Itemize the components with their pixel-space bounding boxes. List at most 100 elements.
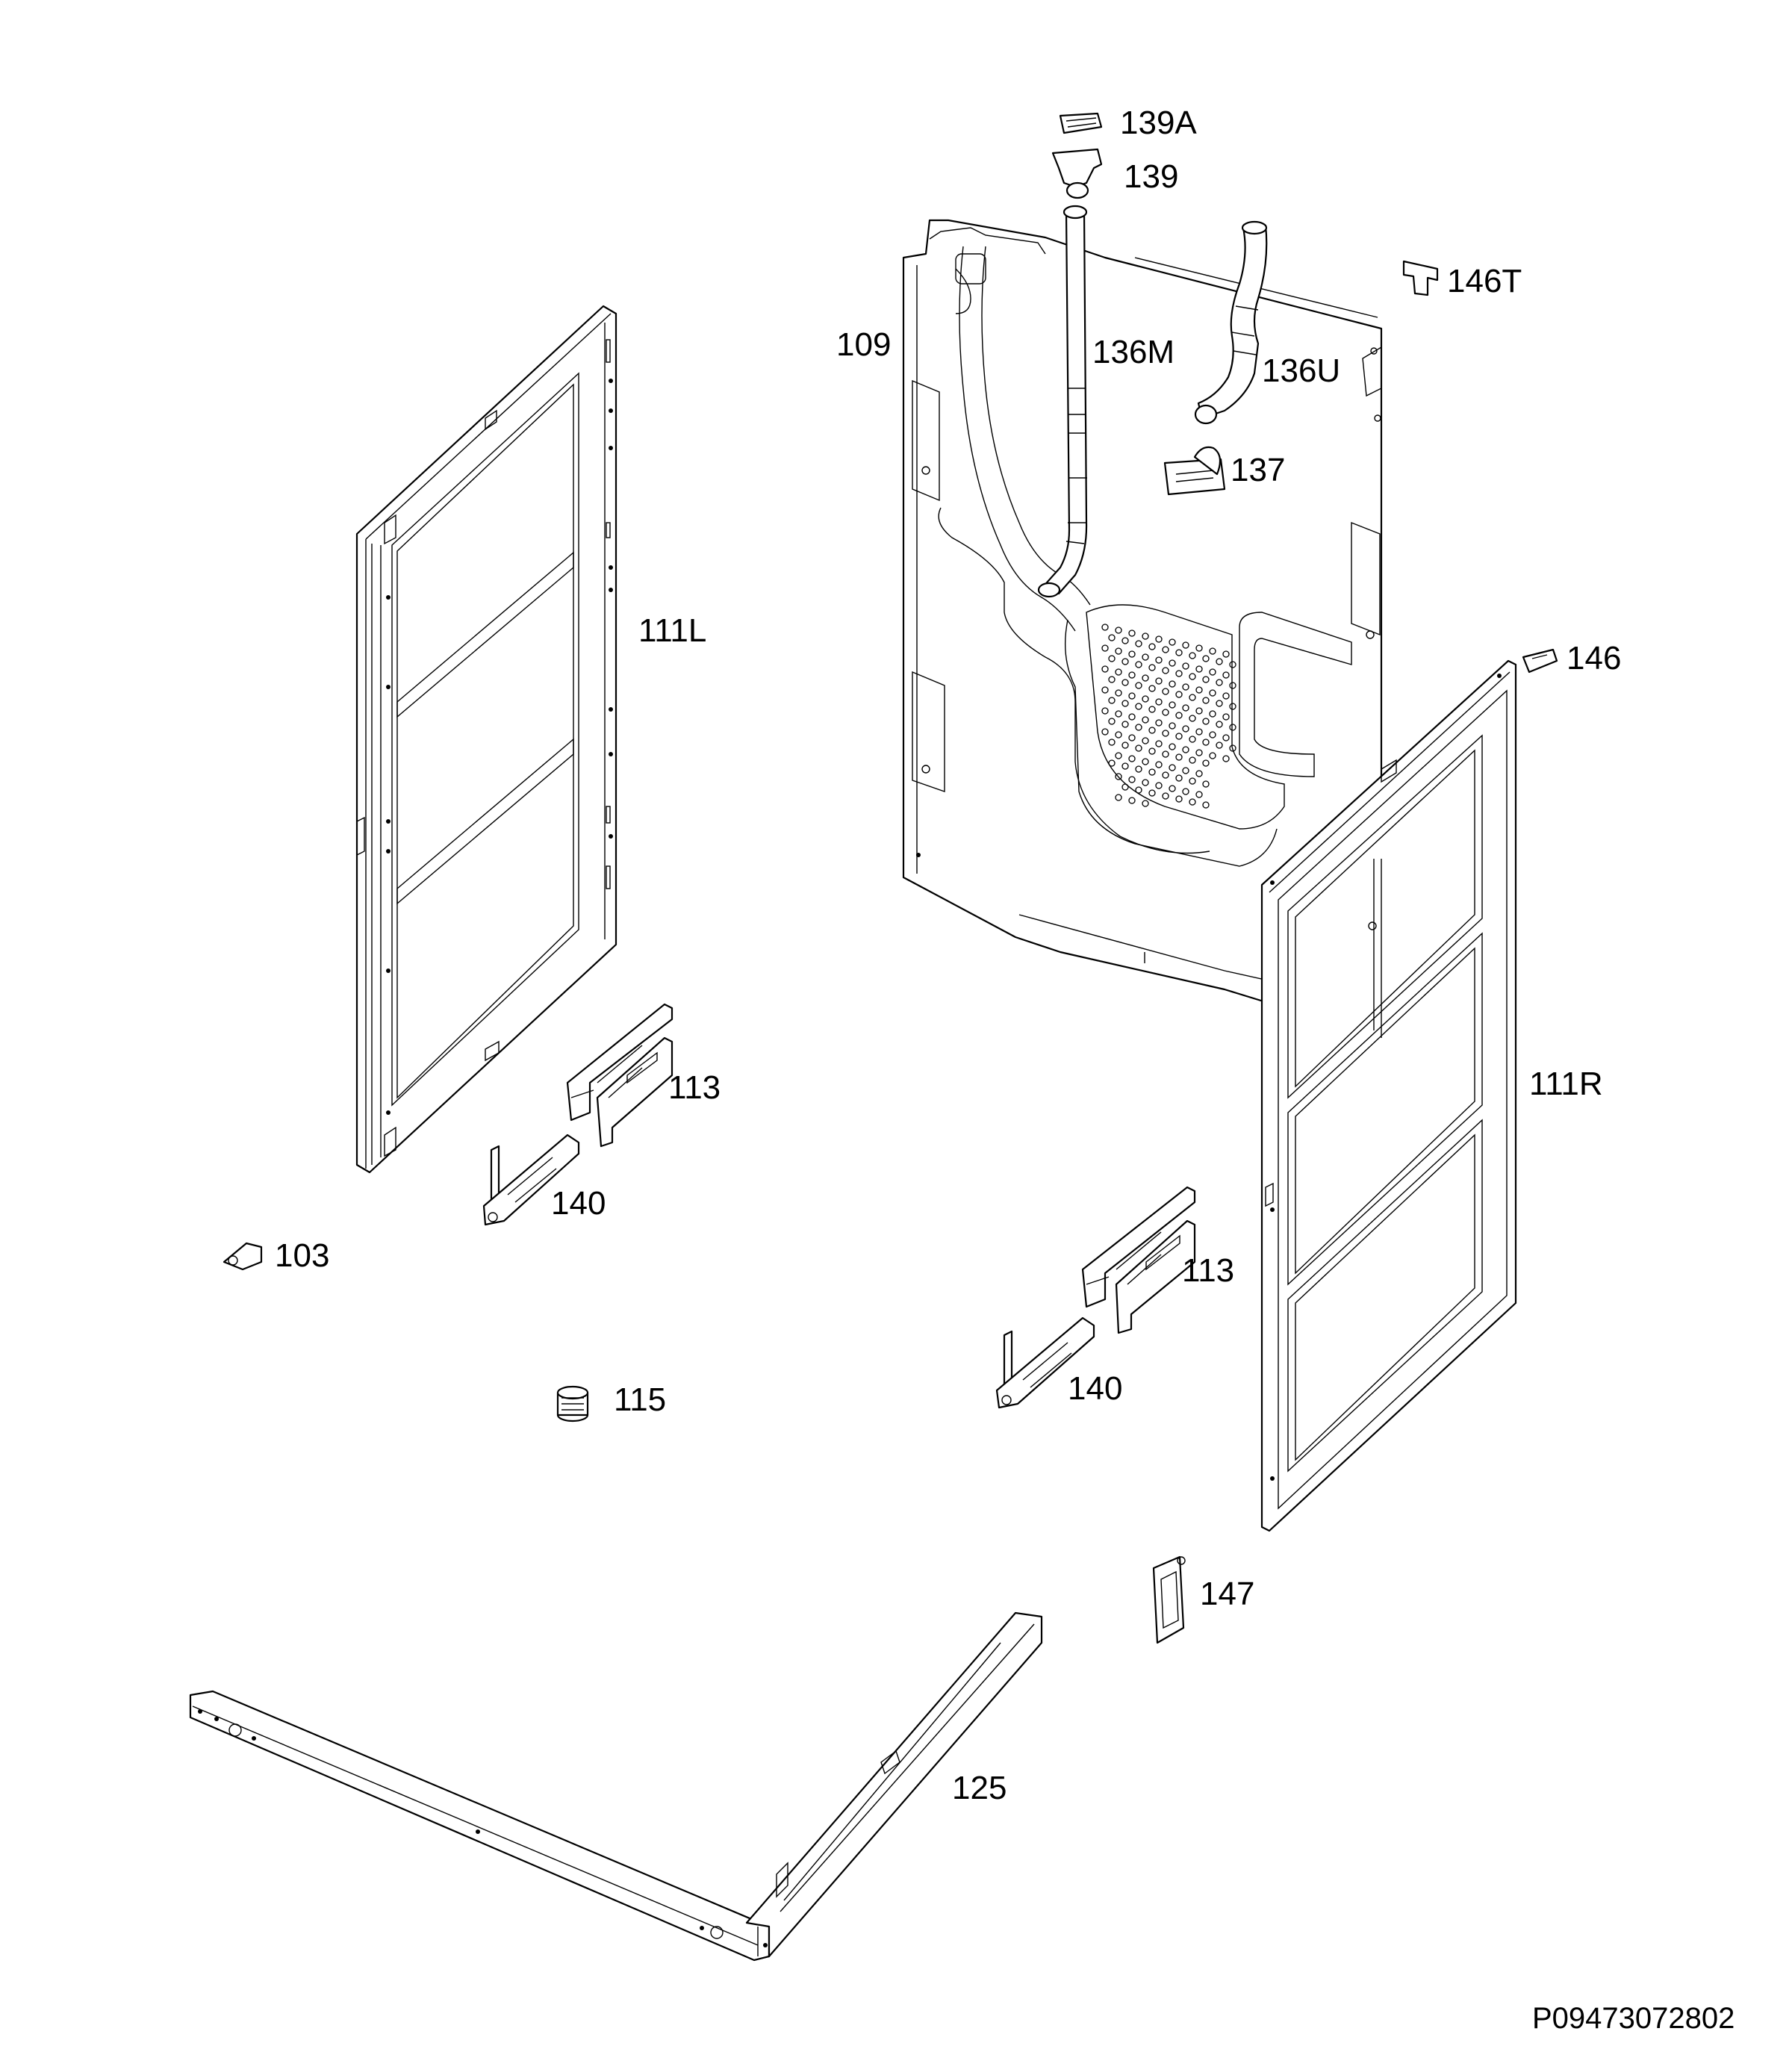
part-103-clip — [223, 1242, 263, 1271]
grill-hole — [1229, 724, 1236, 731]
grill-hole — [1175, 649, 1183, 656]
grill-hole — [1169, 764, 1176, 771]
grill-hole — [1229, 661, 1236, 668]
label-140-lower: 140 — [1068, 1370, 1123, 1407]
grill-hole — [1216, 721, 1223, 728]
part-140-hinge-receiver-lower — [995, 1316, 1095, 1409]
grill-hole — [1216, 679, 1223, 686]
grill-hole — [1101, 624, 1109, 631]
grill-hole — [1121, 679, 1129, 686]
grill-hole — [1189, 736, 1196, 743]
grill-hole — [1115, 710, 1122, 718]
drawing-code: P09473072802 — [1532, 2002, 1735, 2035]
label-139: 139 — [1124, 158, 1179, 195]
grill-hole — [1135, 661, 1142, 668]
grill-hole — [1169, 680, 1176, 688]
grill-hole — [1155, 782, 1163, 789]
grill-hole — [1148, 706, 1156, 713]
grill-hole — [1108, 655, 1116, 662]
grill-hole — [1101, 665, 1109, 673]
grill-hole — [1135, 640, 1142, 647]
label-113-upper: 113 — [668, 1069, 721, 1106]
grill-hole — [1135, 744, 1142, 752]
grill-hole — [1108, 718, 1116, 725]
grill-hole — [1209, 647, 1216, 655]
grill-hole — [1142, 779, 1149, 786]
grill-hole — [1121, 741, 1129, 749]
label-137: 137 — [1231, 452, 1286, 488]
grill-hole — [1182, 683, 1189, 691]
grill-hole — [1101, 644, 1109, 652]
grill-hole — [1101, 707, 1109, 715]
label-136m: 136M — [1092, 334, 1175, 370]
grill-hole — [1189, 777, 1196, 785]
grill-hole — [1101, 728, 1109, 736]
grill-hole — [1162, 688, 1169, 695]
label-113-lower: 113 — [1182, 1252, 1235, 1289]
grill-hole — [1175, 774, 1183, 782]
grill-hole — [1222, 755, 1230, 762]
grill-hole — [1135, 765, 1142, 773]
grill-hole — [1135, 682, 1142, 689]
part-139-vent-nozzle — [1051, 148, 1103, 199]
grill-hole — [1169, 638, 1176, 646]
grill-hole — [1189, 715, 1196, 722]
grill-hole — [1182, 767, 1189, 774]
part-137-vent-grille — [1163, 446, 1226, 496]
grill-hole — [1121, 783, 1129, 791]
label-111l: 111L — [638, 612, 707, 649]
grill-hole — [1148, 643, 1156, 650]
grill-hole — [1202, 655, 1210, 662]
grill-hole — [1182, 725, 1189, 733]
grill-hole — [1148, 747, 1156, 755]
grill-hole — [1169, 722, 1176, 730]
label-139a: 139A — [1120, 105, 1197, 141]
grill-hole — [1142, 800, 1149, 807]
grill-hole — [1128, 755, 1136, 762]
grill-hole — [1115, 626, 1122, 634]
grill-hole — [1195, 791, 1203, 798]
grill-hole — [1189, 756, 1196, 764]
grill-hole — [1108, 634, 1116, 641]
grill-hole — [1202, 676, 1210, 683]
grill-hole — [1148, 789, 1156, 797]
grill-hole — [1148, 664, 1156, 671]
label-115: 115 — [614, 1381, 667, 1418]
grill-hole — [1189, 652, 1196, 659]
grill-hole — [1121, 700, 1129, 707]
label-103: 103 — [275, 1237, 330, 1274]
grill-hole — [1135, 724, 1142, 731]
label-147: 147 — [1200, 1576, 1255, 1612]
part-146-clip — [1522, 648, 1558, 674]
label-109: 109 — [836, 326, 892, 363]
grill-hole — [1115, 668, 1122, 676]
grill-hole — [1128, 797, 1136, 804]
part-109-back-panel — [902, 219, 1383, 1047]
grill-hole — [1222, 692, 1230, 700]
grill-hole — [1222, 671, 1230, 679]
grill-hole — [1182, 641, 1189, 649]
part-115-foot — [556, 1385, 589, 1422]
grill-hole — [1209, 710, 1216, 718]
grill-hole — [1162, 771, 1169, 779]
grill-hole — [1148, 685, 1156, 692]
grill-hole — [1169, 743, 1176, 750]
grill-hole — [1108, 759, 1116, 767]
grill-hole — [1115, 731, 1122, 739]
label-146: 146 — [1567, 640, 1622, 677]
grill-hole — [1108, 739, 1116, 746]
part-113-hinge-lower — [1081, 1186, 1196, 1334]
grill-hole — [1121, 762, 1129, 770]
part-139a-vent-cap — [1059, 112, 1103, 134]
grill-hole — [1155, 656, 1163, 664]
grill-hole — [1128, 734, 1136, 741]
grill-hole — [1209, 689, 1216, 697]
grill-hole — [1182, 662, 1189, 670]
part-111r-right-side-panel — [1260, 659, 1517, 1532]
grill-hole — [1202, 759, 1210, 767]
grill-hole — [1162, 750, 1169, 758]
grill-hole — [1195, 707, 1203, 715]
part-136m-hose — [1037, 205, 1088, 598]
grill-hole — [1135, 703, 1142, 710]
grill-hole — [1175, 733, 1183, 740]
